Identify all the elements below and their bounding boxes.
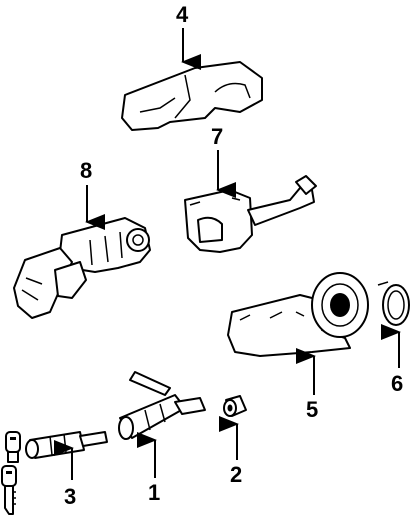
part-bushing: 2 [219, 395, 247, 487]
callout-5: 5 [306, 397, 318, 422]
part-lower-shroud: 5 [227, 272, 369, 422]
part-lock-cylinder: 3 [1, 431, 108, 515]
part-combination-switch: 7 [184, 124, 317, 253]
part-lock-housing: 8 [13, 158, 151, 319]
key-icon [5, 431, 21, 463]
callout-7: 7 [211, 124, 223, 149]
part-lock-sleeve: 1 [118, 371, 206, 505]
callout-6: 6 [391, 371, 403, 396]
part-upper-shroud: 4 [121, 2, 263, 131]
part-retaining-ring: 6 [377, 281, 410, 396]
callout-4: 4 [176, 2, 189, 27]
key-icon [1, 465, 17, 515]
callout-2: 2 [230, 462, 242, 487]
callout-1: 1 [148, 480, 160, 505]
callout-3: 3 [64, 484, 76, 509]
callout-8: 8 [80, 158, 92, 183]
